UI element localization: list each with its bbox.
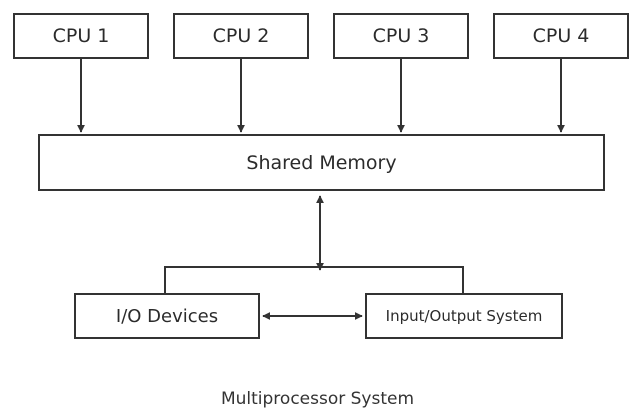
shared-memory-label: Shared Memory — [246, 151, 397, 174]
io-system-label: Input/Output System — [385, 307, 543, 325]
cpu-2-label: CPU 2 — [212, 25, 270, 47]
shared-memory-box: Shared Memory — [38, 134, 605, 191]
cpu-1-box: CPU 1 — [13, 13, 149, 59]
cpu-2-box: CPU 2 — [173, 13, 309, 59]
io-devices-box: I/O Devices — [74, 293, 260, 339]
io-bus-bracket — [164, 266, 464, 293]
cpu-3-label: CPU 3 — [372, 25, 430, 47]
io-system-box: Input/Output System — [365, 293, 563, 339]
cpu-4-label: CPU 4 — [532, 25, 590, 47]
cpu-4-box: CPU 4 — [493, 13, 629, 59]
io-devices-label: I/O Devices — [115, 305, 219, 327]
cpu-3-box: CPU 3 — [333, 13, 469, 59]
cpu-1-label: CPU 1 — [52, 25, 110, 47]
diagram-title: Multiprocessor System — [220, 389, 415, 409]
